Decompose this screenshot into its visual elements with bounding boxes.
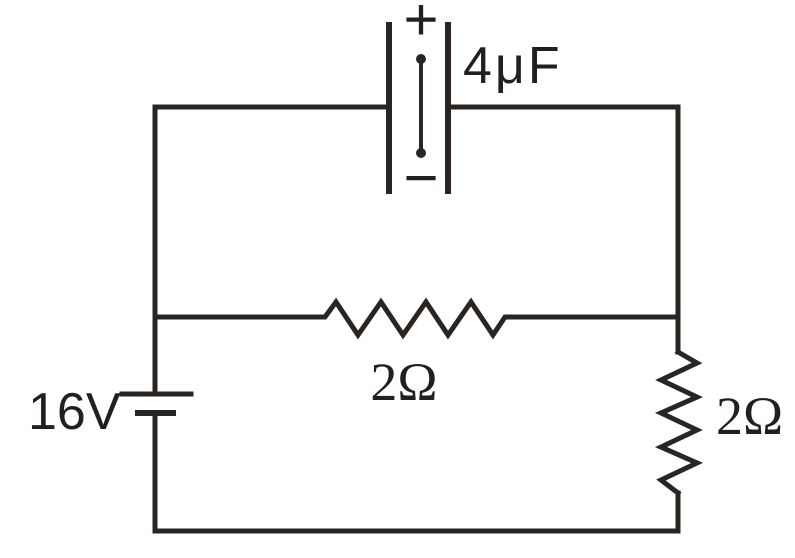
- capacitor-inner-dot-top: [416, 54, 426, 64]
- capacitor-minus-sign: −: [403, 144, 438, 211]
- resistor-right-value-label: 2Ω: [716, 386, 783, 446]
- resistor-middle-zigzag: [152, 297, 681, 340]
- battery-voltage-label: 16V: [28, 383, 121, 441]
- wire-bottom-loop: [152, 410, 681, 534]
- wire-group: [119, 22, 704, 534]
- capacitor-value-label: 4μF: [463, 37, 563, 95]
- capacitor-inner-dot-bottom: [416, 148, 426, 158]
- wire-top-left-and-left-side: [152, 104, 392, 397]
- resistor-middle-value-label: 2Ω: [370, 352, 437, 412]
- capacitor-inner-dots: [416, 54, 426, 158]
- wire-top-right-and-right-side: [445, 104, 681, 355]
- label-group: + − 4μF 16V 2Ω 2Ω: [28, 0, 783, 446]
- capacitor-plus-sign: +: [403, 0, 438, 53]
- resistor-right-zigzag: [654, 348, 704, 497]
